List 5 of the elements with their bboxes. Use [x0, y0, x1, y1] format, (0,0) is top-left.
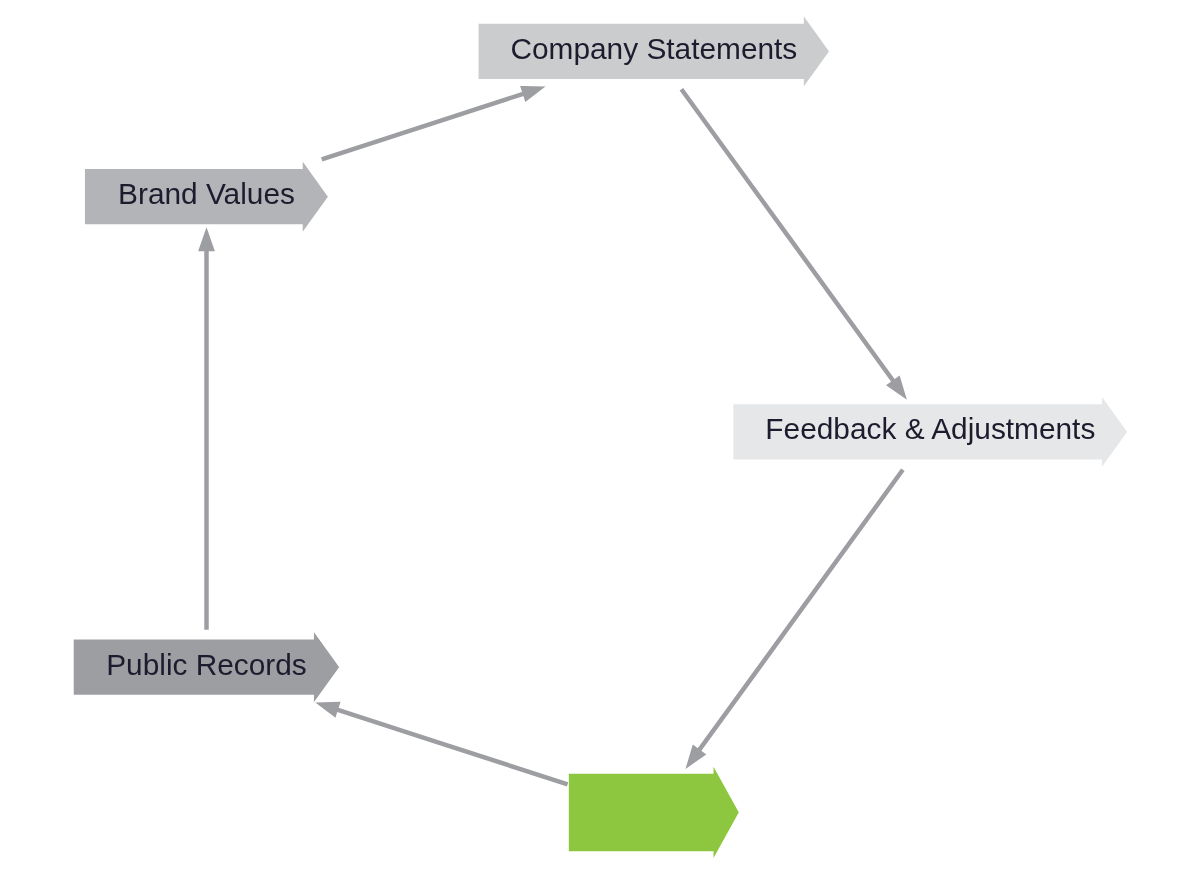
arrow — [320, 86, 545, 162]
arrow — [685, 468, 905, 769]
arrow — [314, 701, 568, 787]
arrow — [679, 87, 907, 400]
arrow — [197, 227, 215, 630]
